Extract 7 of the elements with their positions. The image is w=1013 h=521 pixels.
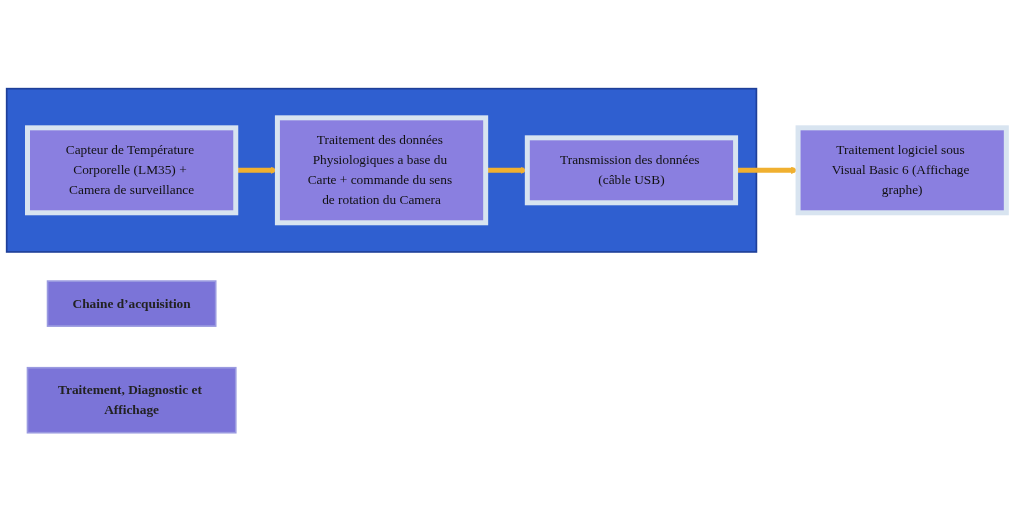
node-box: Traitement des données Physiologiques a base du Carte + commande du sens de rotation du Camera: [274, 115, 489, 226]
node-box: Transmission des données (câble USB): [524, 135, 739, 206]
node-box: Traitement logiciel sous Visual Basic 6 (Affichage graphe): [795, 125, 1009, 216]
cluster: [5, 87, 758, 253]
node-box: Capteur de Température Corporelle (LM35) + Camera de surveillance: [25, 125, 239, 216]
node-box: Traitement, Diagnostic et Affichage: [26, 366, 237, 434]
node-box: Chaine d’acquisition: [46, 280, 217, 327]
